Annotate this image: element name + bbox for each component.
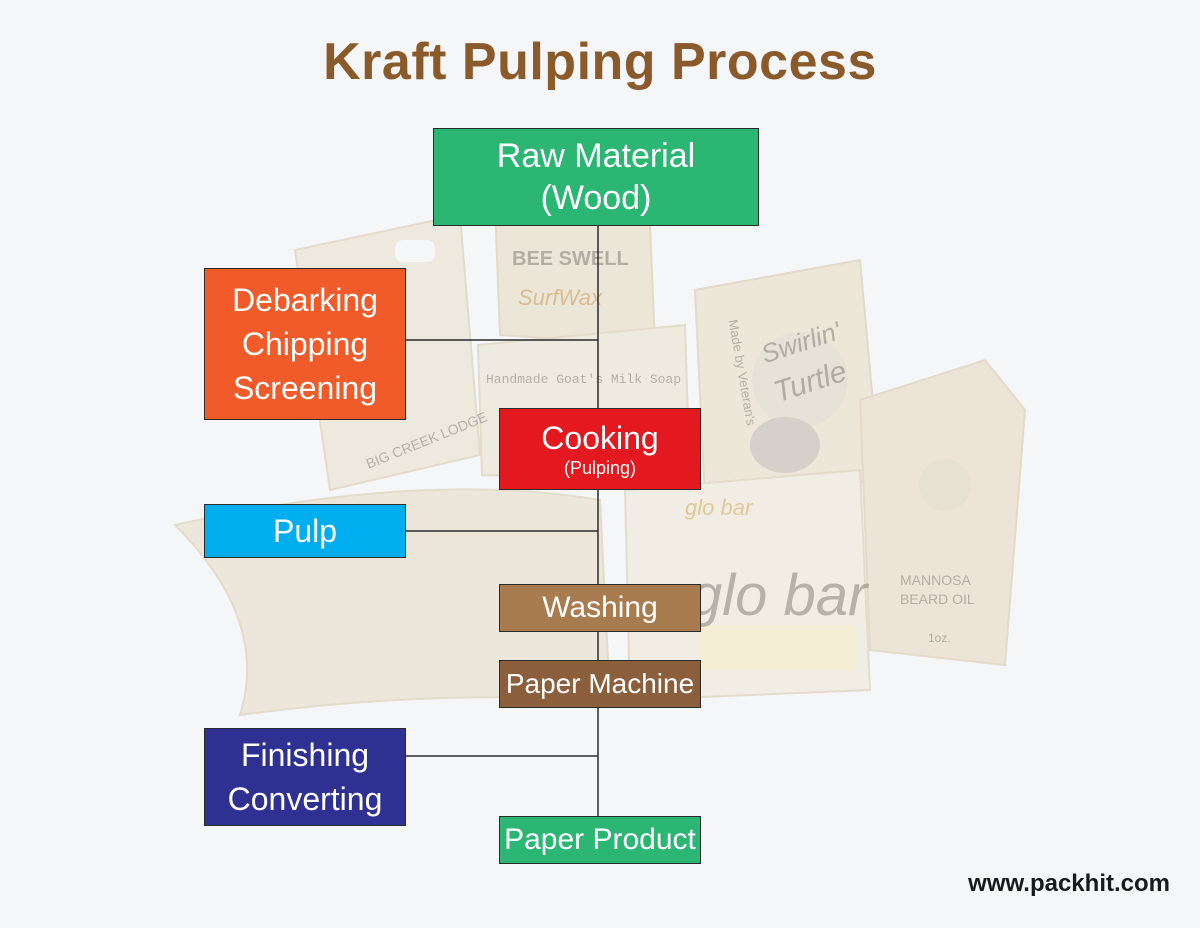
website-url[interactable]: www.packhit.com bbox=[968, 870, 1170, 897]
bg-text-surf-wax: SurfWax bbox=[518, 285, 603, 310]
node-pulp: Pulp bbox=[204, 504, 406, 558]
page-title: Kraft Pulping Process bbox=[323, 33, 877, 91]
bg-text-glo-bar-large: glo bar bbox=[690, 563, 870, 628]
node-cooking: Cooking (Pulping) bbox=[499, 408, 701, 490]
node-raw-material-line1: Raw Material bbox=[496, 137, 696, 175]
node-cooking-line1: Cooking bbox=[541, 420, 659, 456]
bg-text-one-oz: 1oz. bbox=[928, 631, 951, 645]
node-debarking-line2: Chipping bbox=[241, 326, 369, 362]
bg-text-bee-swell: BEE SWELL bbox=[512, 248, 629, 270]
node-raw-material-line2: (Wood) bbox=[540, 179, 652, 217]
bg-text-goat-soap: Handmade Goat's Milk Soap bbox=[486, 372, 681, 387]
node-cooking-line2: (Pulping) bbox=[563, 458, 637, 478]
bg-text-mimosa: MANNOSA bbox=[900, 572, 971, 588]
bg-text-beard-oil: BEARD OIL bbox=[900, 591, 975, 607]
node-finishing-line1: Finishing bbox=[240, 737, 370, 773]
node-paper-machine: Paper Machine bbox=[499, 660, 701, 708]
node-debarking-line1: Debarking bbox=[232, 282, 378, 318]
node-finishing-line2: Converting bbox=[227, 781, 383, 817]
bg-text-glo-bar-small: glo bar bbox=[685, 495, 754, 520]
node-finishing: Finishing Converting bbox=[204, 728, 406, 826]
node-washing: Washing bbox=[499, 584, 701, 632]
node-paper-product: Paper Product bbox=[499, 816, 701, 864]
node-debarking-line3: Screening bbox=[232, 370, 378, 406]
node-debarking: Debarking Chipping Screening bbox=[204, 268, 406, 420]
node-raw-material: Raw Material (Wood) bbox=[433, 128, 759, 226]
